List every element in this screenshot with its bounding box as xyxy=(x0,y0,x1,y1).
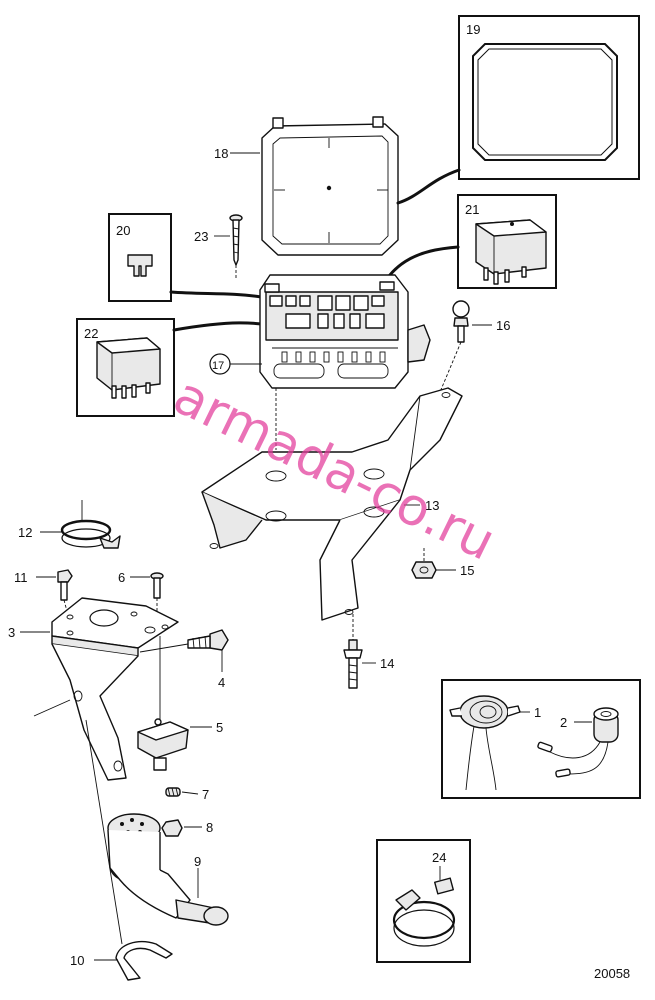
inset-22-relay: 22 xyxy=(76,318,175,417)
stud-14: 14 xyxy=(343,614,394,689)
screw-23: 23 xyxy=(194,214,243,280)
callout-7: 7 xyxy=(202,787,209,802)
screw-6: 6 xyxy=(118,570,164,612)
nut-15: 15 xyxy=(411,548,474,579)
screw-11: 11 xyxy=(14,569,73,616)
spring-7: 7 xyxy=(165,787,209,802)
callout-8: 8 xyxy=(206,820,213,835)
callout-23: 23 xyxy=(194,229,208,244)
inset-buzzer-and-coil: 1 2 xyxy=(441,679,641,799)
fuse-box-lid: 18 xyxy=(214,116,399,256)
callout-11: 11 xyxy=(14,570,28,585)
callout-6: 6 xyxy=(118,570,125,585)
screw-4: 4 xyxy=(139,629,229,690)
inset-24-clamp: 24 xyxy=(376,839,471,963)
callout-15: 15 xyxy=(460,563,474,578)
inset-20-fuse: 20 xyxy=(108,213,172,302)
ball-stud-16: 16 xyxy=(439,300,510,393)
callout-22: 22 xyxy=(84,326,98,341)
callout-19: 19 xyxy=(466,22,480,37)
callout-3: 3 xyxy=(8,625,15,640)
callout-12: 12 xyxy=(18,525,32,540)
clip-10: 10 xyxy=(70,719,173,981)
bracket-3: 3 xyxy=(8,597,179,781)
callout-9: 9 xyxy=(194,854,201,869)
callout-17: 17 xyxy=(212,360,224,372)
nut-8: 8 xyxy=(161,819,213,837)
callout-13: 13 xyxy=(425,498,439,513)
callout-2: 2 xyxy=(560,715,567,730)
callout-21: 21 xyxy=(465,202,479,217)
sensor-5: 5 xyxy=(137,636,223,771)
bracket-13: 13 xyxy=(201,387,463,621)
figure-number: 20058 xyxy=(594,966,630,981)
callout-1: 1 xyxy=(534,705,541,720)
callout-24: 24 xyxy=(432,850,446,865)
callout-14: 14 xyxy=(380,656,394,671)
clamp-12: 12 xyxy=(18,500,121,549)
inset-19-gasket: 19 xyxy=(458,15,640,180)
callout-18: 18 xyxy=(214,146,228,161)
callout-16: 16 xyxy=(496,318,510,333)
callout-5: 5 xyxy=(216,720,223,735)
callout-10: 10 xyxy=(70,953,84,968)
shaft-9: 9 xyxy=(107,813,229,926)
callout-20: 20 xyxy=(116,223,130,238)
fuse-box-base: 17 xyxy=(209,274,431,450)
inset-21-relay: 21 xyxy=(457,194,557,289)
callout-4: 4 xyxy=(218,675,225,690)
